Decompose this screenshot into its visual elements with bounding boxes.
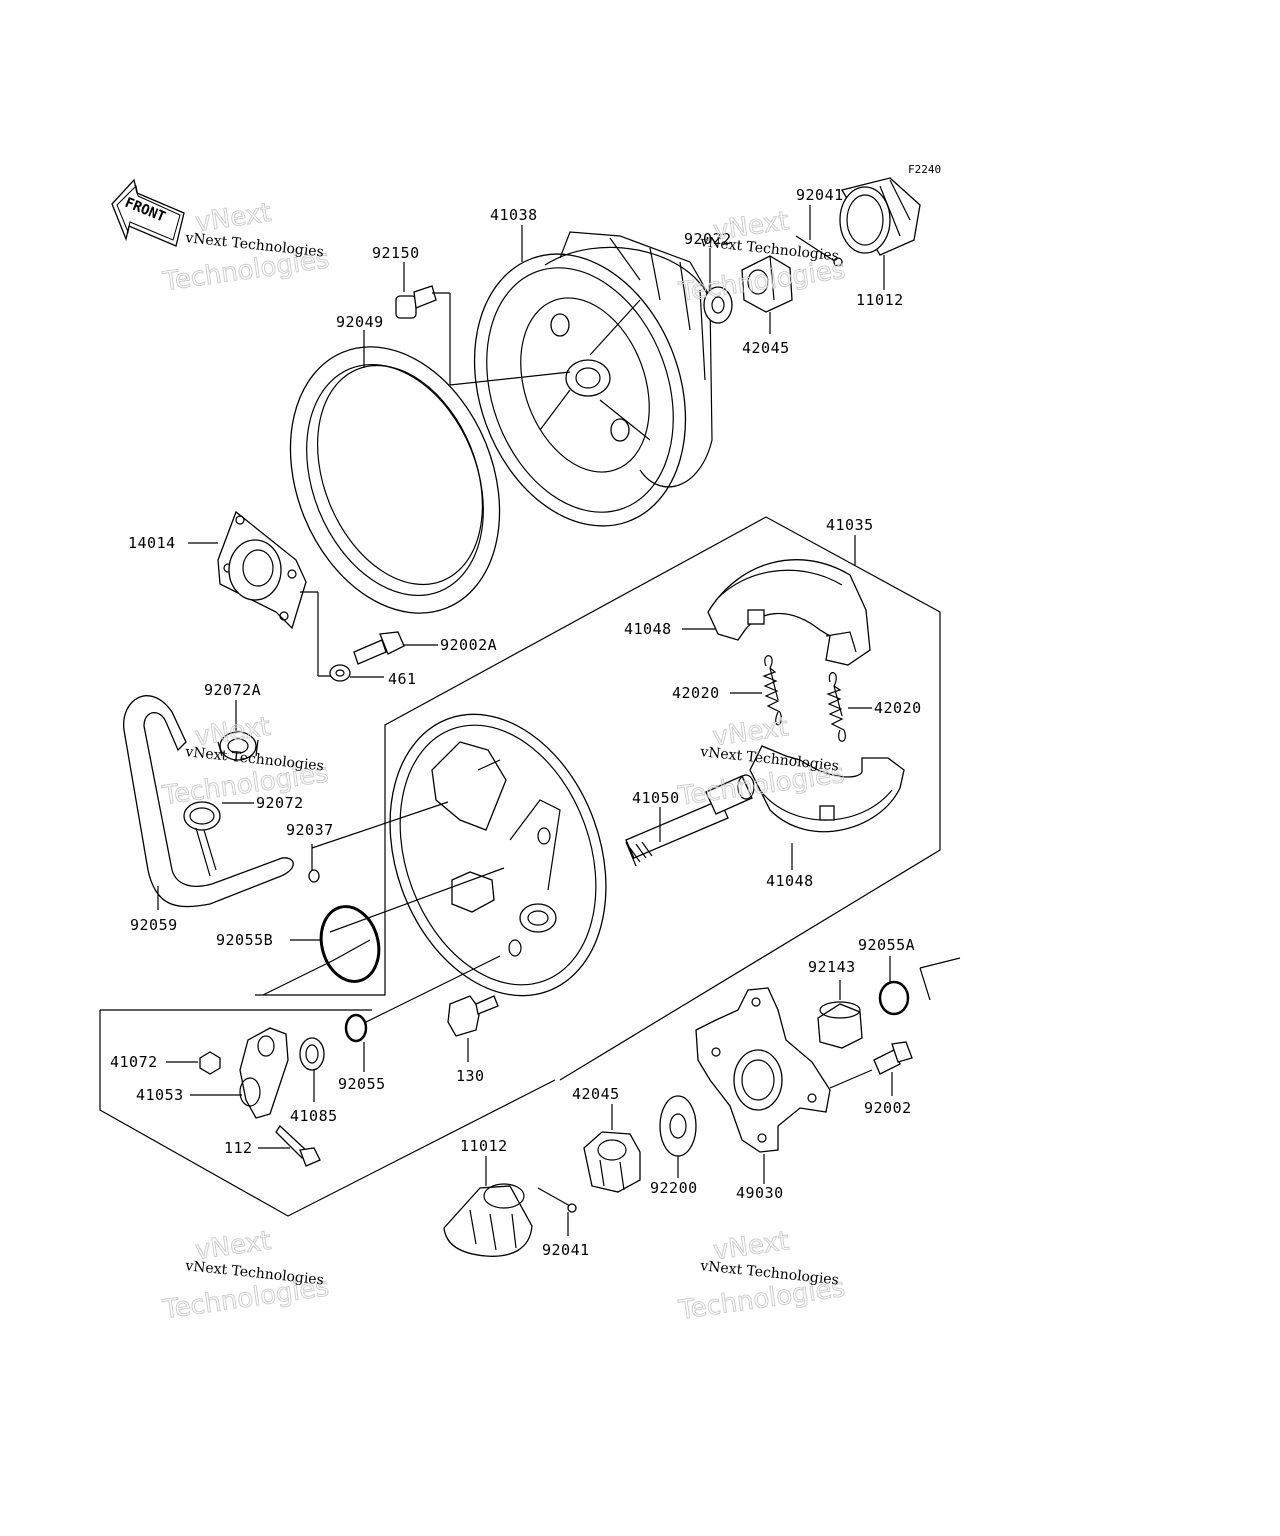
label-42045-bottom: 42045 [572,1085,620,1103]
lock-washer-461 [329,664,351,682]
hose-clamp-92072 [183,801,221,877]
label-92041-bottom: 92041 [542,1241,590,1259]
label-41053: 41053 [136,1086,184,1104]
label-92200: 92200 [650,1179,698,1197]
label-11012-bottom: 11012 [460,1137,508,1155]
label-92143: 92143 [808,958,856,976]
label-92037: 92037 [286,821,334,839]
label-11012-top: 11012 [856,291,904,309]
label-92059: 92059 [130,916,178,934]
bolt-92002A [353,631,405,665]
cotter-pin-92041-bottom [537,1187,577,1213]
cam-shaft-41050 [625,774,755,867]
clip-92037 [308,869,320,883]
label-14014: 14014 [128,534,176,552]
bolt-92150 [395,285,437,319]
label-41085: 41085 [290,1107,338,1125]
spring-42020-left [762,655,782,726]
brake-lever-41053 [239,1027,289,1119]
cotter-pin-92041-top [795,235,843,267]
bolt-112 [275,1125,321,1167]
nut-41072 [199,1051,221,1075]
o-ring-92055A [878,980,910,1016]
label-92072A: 92072A [204,681,261,699]
seal-ring [289,346,501,614]
label-41048-top: 41048 [624,620,672,638]
label-92055B: 92055B [216,931,273,949]
label-49030: 49030 [736,1184,784,1202]
label-92049: 92049 [336,313,384,331]
wheel-hub-49030 [695,987,831,1153]
cap-11012-bottom [443,1183,533,1257]
cap-11012-top [839,177,921,256]
label-41050: 41050 [632,789,680,807]
label-42020-right: 42020 [874,699,922,717]
label-41038: 41038 [490,206,538,224]
brake-drum [473,231,713,527]
label-92002: 92002 [864,1099,912,1117]
label-130: 130 [456,1067,485,1085]
washer-92200 [659,1095,697,1157]
castle-nut-42045-bottom [583,1131,641,1193]
collar-92143 [817,1001,863,1049]
label-92055A: 92055A [858,936,915,954]
o-ring-92055 [344,1013,368,1043]
label-92072: 92072 [256,794,304,812]
reference-code: F2240 [908,163,941,176]
spring-42020-right [826,672,846,742]
hose-clamp-92072A [217,731,259,761]
label-42020-left: 42020 [672,684,720,702]
front-arrow-icon: FRONT [111,178,185,247]
brake-shoe-41048-top [707,559,871,666]
label-41035: 41035 [826,516,874,534]
label-92002A: 92002A [440,636,497,654]
label-112: 112 [224,1139,253,1157]
label-41048-bottom: 41048 [766,872,814,890]
bearing-plate-14014 [217,510,307,630]
label-92022: 92022 [684,230,732,248]
washer-41085 [299,1037,325,1071]
bolt-92002 [873,1041,913,1075]
label-92041-top: 92041 [796,186,844,204]
label-41072: 41072 [110,1053,158,1071]
brake-shoe-41048-bottom [749,745,905,833]
label-461: 461 [388,670,417,688]
brake-panel [389,713,607,997]
castle-nut-42045-top [741,255,793,313]
label-42045-top: 42045 [742,339,790,357]
breather-hose-92059 [123,695,294,908]
bolt-130 [447,995,499,1037]
washer-92022-top [703,286,733,324]
label-92150: 92150 [372,244,420,262]
label-92055: 92055 [338,1075,386,1093]
o-ring-92055B [319,905,381,983]
